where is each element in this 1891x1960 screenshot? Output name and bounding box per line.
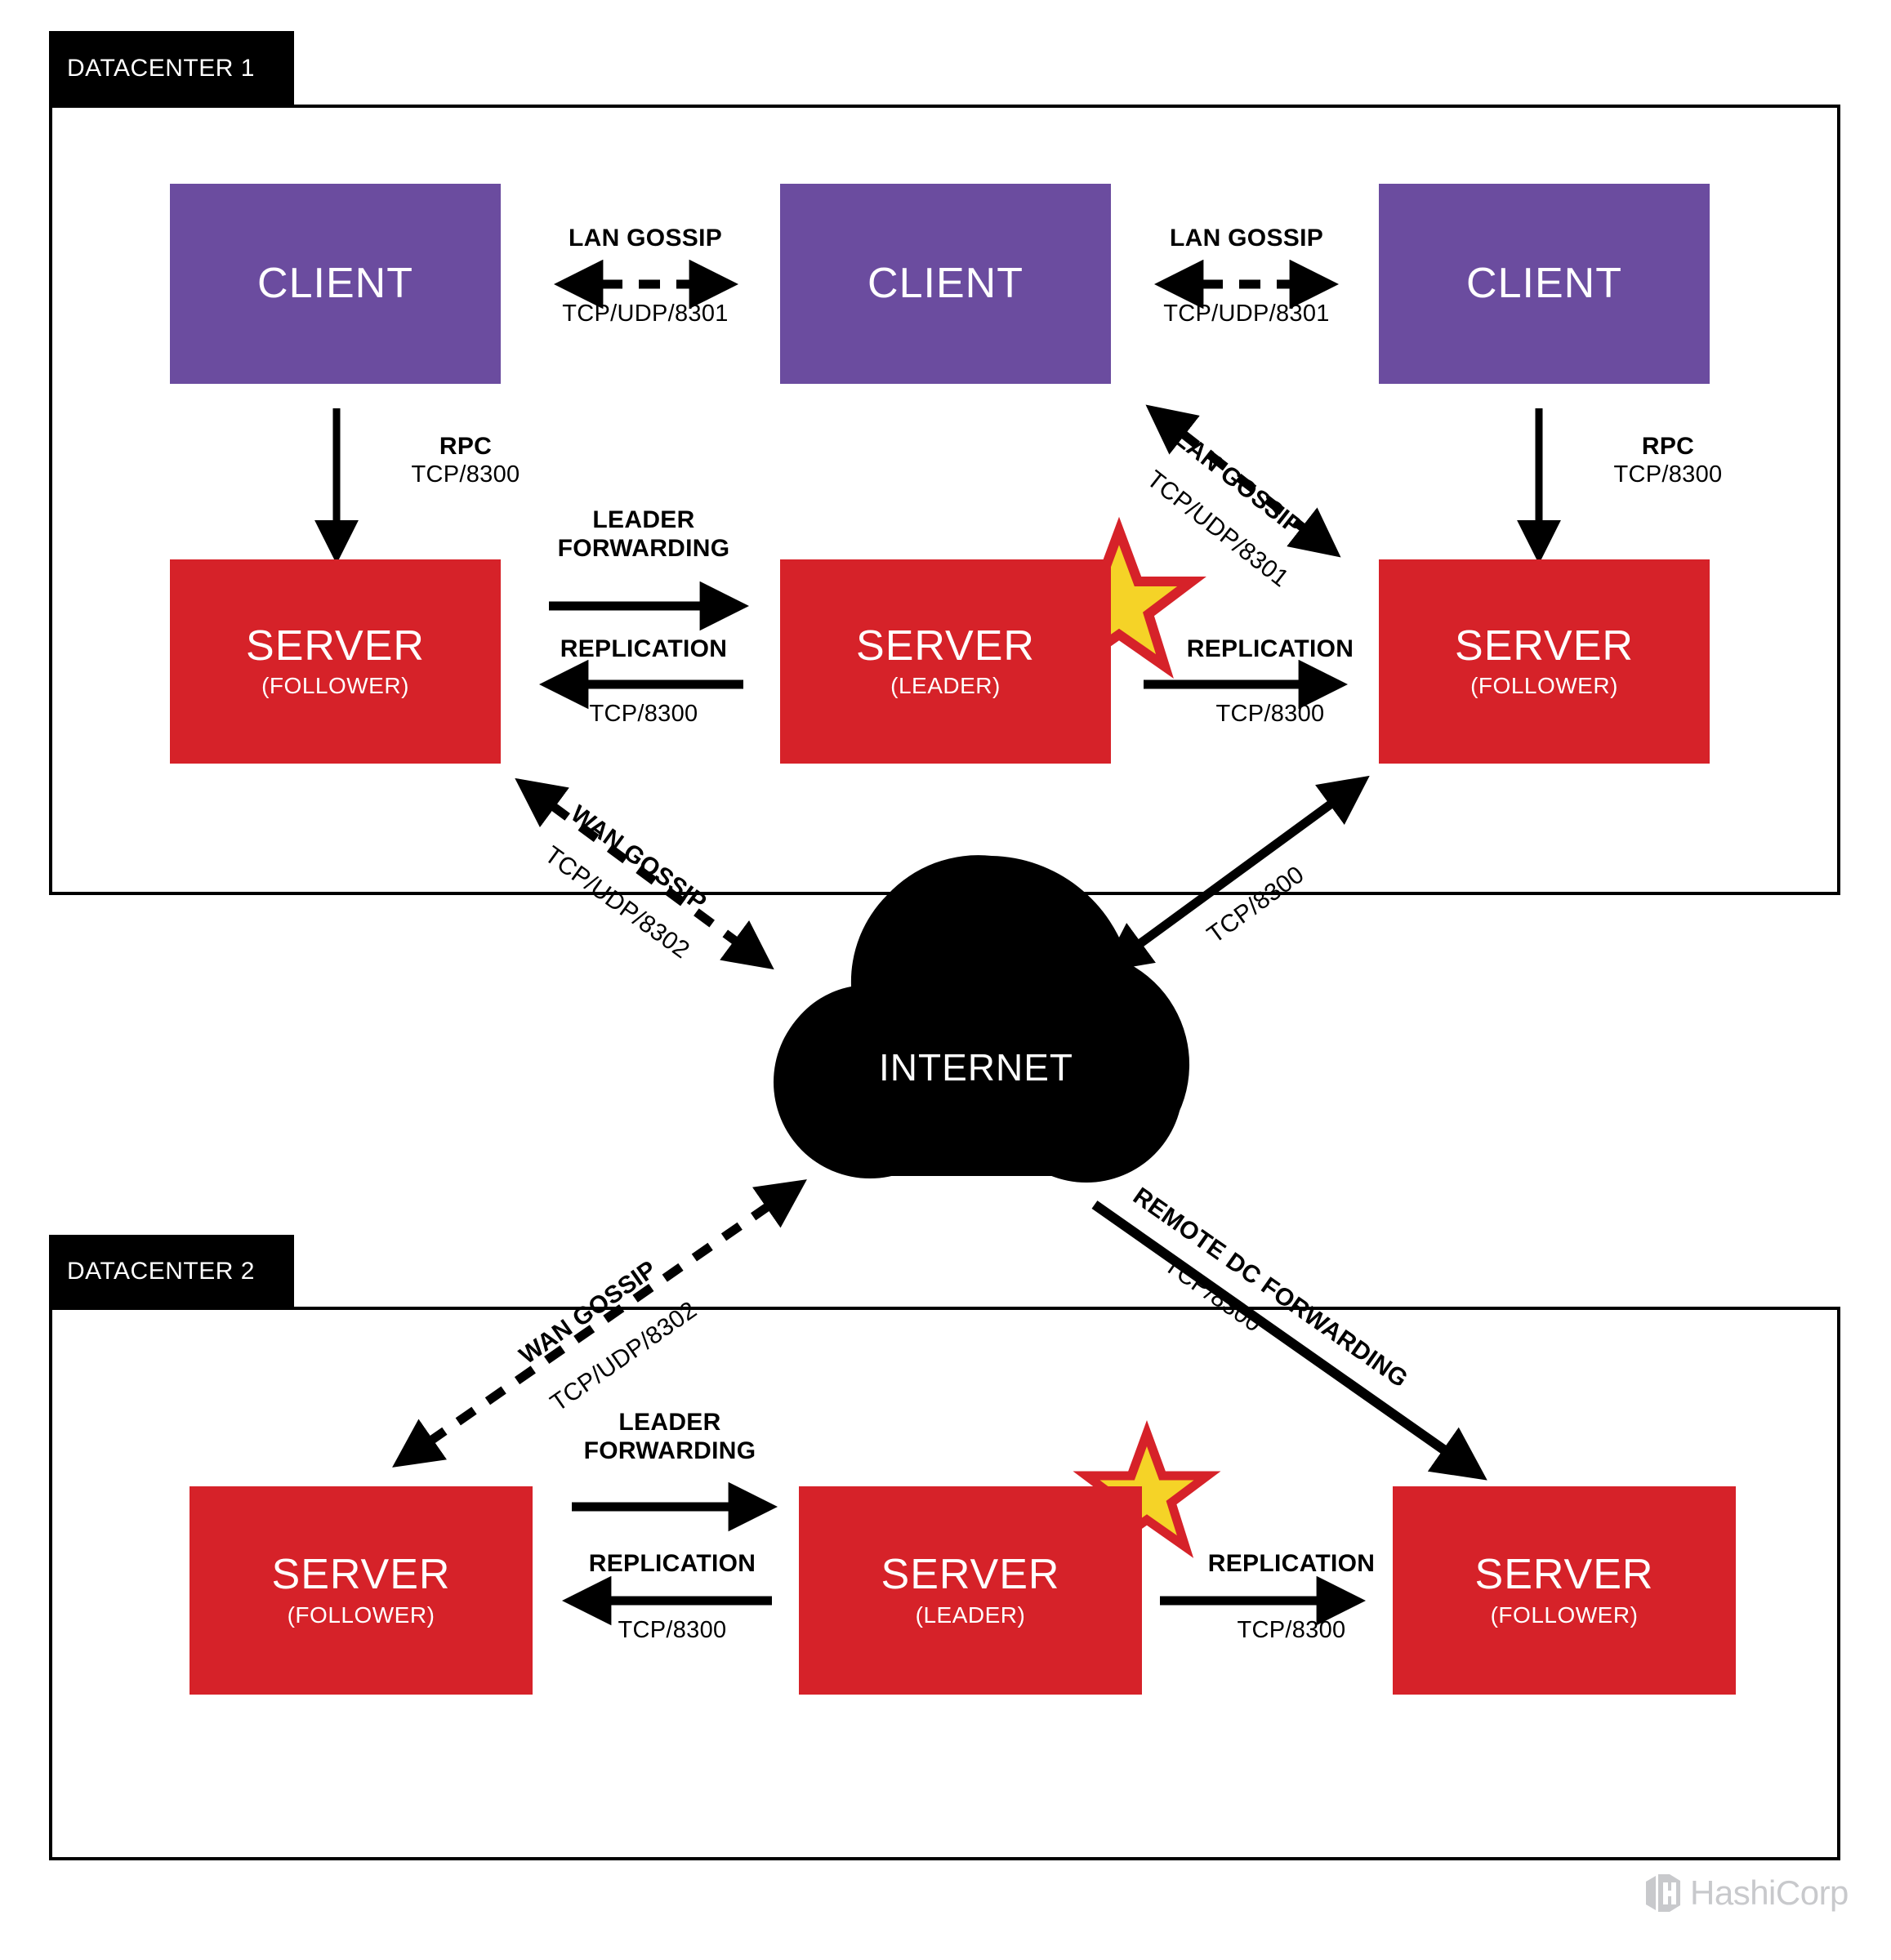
rpc-label-right: RPC TCP/8300 <box>1562 433 1774 488</box>
replication-port-left-dc2-value: TCP/8300 <box>618 1617 727 1643</box>
lan-gossip-port-client2-client3-value: TCP/UDP/8301 <box>1163 301 1330 327</box>
replication-port-right-dc1-value: TCP/8300 <box>1215 701 1325 727</box>
replication-port-right-dc2-value: TCP/8300 <box>1237 1617 1346 1643</box>
server-node-dc1-leader-role: (LEADER) <box>890 673 1001 699</box>
rpc-label-left-port: TCP/8300 <box>411 461 520 488</box>
client-node-1[interactable]: CLIENT <box>170 184 501 384</box>
server-node-dc2-leader[interactable]: SERVER (LEADER) <box>799 1486 1142 1695</box>
leader-forwarding-label-dc2: LEADER FORWARDING <box>539 1409 801 1465</box>
server-node-dc1-follower-left-title: SERVER <box>246 621 425 670</box>
replication-port-left-dc1: TCP/8300 <box>513 701 774 728</box>
lan-gossip-label-client2-client3: LAN GOSSIP <box>1116 225 1377 253</box>
rpc-label-left-name: RPC <box>439 433 493 460</box>
server-node-dc2-follower-left-role: (FOLLOWER) <box>287 1601 435 1628</box>
server-node-dc1-follower-left-role: (FOLLOWER) <box>261 673 409 699</box>
replication-label-right-dc1-name: REPLICATION <box>1186 635 1354 662</box>
rpc-label-right-port: TCP/8300 <box>1613 461 1723 488</box>
replication-port-left-dc1-value: TCP/8300 <box>589 701 698 727</box>
server-node-dc1-follower-right-title: SERVER <box>1455 621 1634 670</box>
rpc-label-left: RPC TCP/8300 <box>359 433 572 488</box>
internet-cloud-shape <box>774 855 1190 1183</box>
datacenter-1-label: DATACENTER 1 <box>67 55 255 82</box>
lan-gossip-port-client2-client3: TCP/UDP/8301 <box>1116 301 1377 327</box>
replication-port-left-dc2: TCP/8300 <box>539 1617 805 1644</box>
server-node-dc1-leader[interactable]: SERVER (LEADER) <box>780 559 1111 764</box>
server-node-dc1-leader-title: SERVER <box>856 621 1035 670</box>
replication-port-right-dc2: TCP/8300 <box>1158 1617 1425 1644</box>
server-node-dc1-follower-right[interactable]: SERVER (FOLLOWER) <box>1379 559 1710 764</box>
replication-port-right-dc1: TCP/8300 <box>1140 701 1401 728</box>
datacenter-2-tab: DATACENTER 2 <box>49 1235 294 1308</box>
replication-label-right-dc1: REPLICATION <box>1140 635 1401 664</box>
replication-label-right-dc2-name: REPLICATION <box>1207 1550 1376 1577</box>
hashicorp-brand: HashiCorp <box>1644 1872 1849 1914</box>
replication-label-left-dc2-name: REPLICATION <box>588 1550 756 1577</box>
datacenter-2-label: DATACENTER 2 <box>67 1258 255 1285</box>
lan-gossip-label-client1-client2-name: LAN GOSSIP <box>568 225 723 252</box>
client-node-1-title: CLIENT <box>257 260 413 308</box>
datacenter-1-frame <box>49 105 1840 895</box>
server-node-dc2-leader-title: SERVER <box>881 1551 1060 1599</box>
leader-forwarding-label-dc1: LEADER FORWARDING <box>513 506 774 563</box>
client-node-3[interactable]: CLIENT <box>1379 184 1710 384</box>
leader-forwarding-label-dc1-line1: LEADER <box>592 506 695 533</box>
lan-gossip-port-client1-client2: TCP/UDP/8301 <box>515 301 776 327</box>
hashicorp-brand-text: HashiCorp <box>1690 1873 1849 1912</box>
server-node-dc1-follower-right-role: (FOLLOWER) <box>1470 673 1618 699</box>
replication-label-left-dc1: REPLICATION <box>513 635 774 664</box>
leader-forwarding-label-dc1-line2: FORWARDING <box>557 534 730 562</box>
lan-gossip-label-client1-client2: LAN GOSSIP <box>515 225 776 253</box>
client-node-3-title: CLIENT <box>1466 260 1622 308</box>
replication-label-left-dc2: REPLICATION <box>539 1550 805 1579</box>
lan-gossip-label-client2-client3-name: LAN GOSSIP <box>1169 225 1324 252</box>
lan-gossip-port-client1-client2-value: TCP/UDP/8301 <box>562 301 729 327</box>
server-node-dc2-follower-right[interactable]: SERVER (FOLLOWER) <box>1393 1486 1736 1695</box>
server-node-dc2-follower-right-role: (FOLLOWER) <box>1490 1601 1639 1628</box>
rpc-label-right-name: RPC <box>1641 433 1695 460</box>
leader-forwarding-label-dc2-line1: LEADER <box>618 1409 721 1436</box>
leader-forwarding-label-dc2-line2: FORWARDING <box>583 1437 756 1464</box>
replication-label-right-dc2: REPLICATION <box>1158 1550 1425 1579</box>
server-node-dc2-follower-left-title: SERVER <box>271 1551 451 1599</box>
server-node-dc2-follower-right-title: SERVER <box>1474 1551 1654 1599</box>
client-node-2[interactable]: CLIENT <box>780 184 1111 384</box>
datacenter-2-frame <box>49 1307 1840 1860</box>
server-node-dc2-leader-role: (LEADER) <box>915 1601 1026 1628</box>
server-node-dc1-follower-left[interactable]: SERVER (FOLLOWER) <box>170 559 501 764</box>
replication-label-left-dc1-name: REPLICATION <box>560 635 728 662</box>
internet-cloud-label: INTERNET <box>879 1046 1073 1089</box>
client-node-2-title: CLIENT <box>867 260 1024 308</box>
datacenter-1-tab: DATACENTER 1 <box>49 31 294 106</box>
hashicorp-logo-icon <box>1646 1874 1680 1912</box>
server-node-dc2-follower-left[interactable]: SERVER (FOLLOWER) <box>190 1486 533 1695</box>
